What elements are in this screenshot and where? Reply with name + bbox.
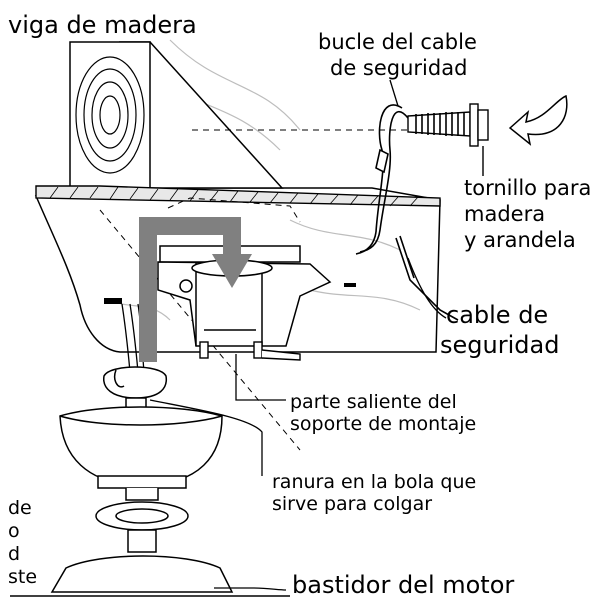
cable-label-line1: cable de (446, 301, 549, 329)
bracket-screws (199, 341, 301, 361)
slot-label-line1: ranura en la bola que (272, 471, 477, 493)
left-cut-text-1: de (8, 497, 32, 519)
safety-loop-label-line1: bucle del cable (318, 30, 477, 54)
cable-label-line2: seguridad (440, 331, 560, 359)
hanger-ball (103, 366, 168, 411)
wood-beam-label: viga de madera (8, 11, 197, 39)
screw-label-line2: madera (464, 202, 546, 226)
hang-arrow (139, 217, 241, 362)
left-cut-text-2: o (8, 520, 20, 542)
wood-beam-end (69, 41, 151, 189)
rotation-arrow (508, 94, 568, 146)
side-bars (104, 283, 356, 304)
protrusion-label-line1: parte saliente del (290, 391, 457, 413)
screw-label-line3: y arandela (464, 228, 576, 252)
left-cut-text-3: d (8, 543, 21, 565)
safety-loop-label-line2: de seguridad (330, 56, 468, 80)
board-grain (109, 39, 421, 321)
leader-lines (149, 79, 447, 591)
hang-arrow-head (212, 254, 252, 288)
left-cut-text-4: ste (8, 566, 38, 588)
mounting-bracket (157, 259, 332, 347)
board-top-edge (35, 185, 441, 207)
motor-housing (10, 555, 290, 597)
screw-label-line1: tornillo para (464, 176, 592, 200)
protrusion-label-line2: soporte de montaje (290, 413, 477, 435)
motor-housing-label: bastidor del motor (292, 571, 515, 599)
wood-screw (407, 103, 489, 176)
slot-label-line2: sirve para colgar (272, 493, 433, 515)
canopy (59, 406, 223, 553)
